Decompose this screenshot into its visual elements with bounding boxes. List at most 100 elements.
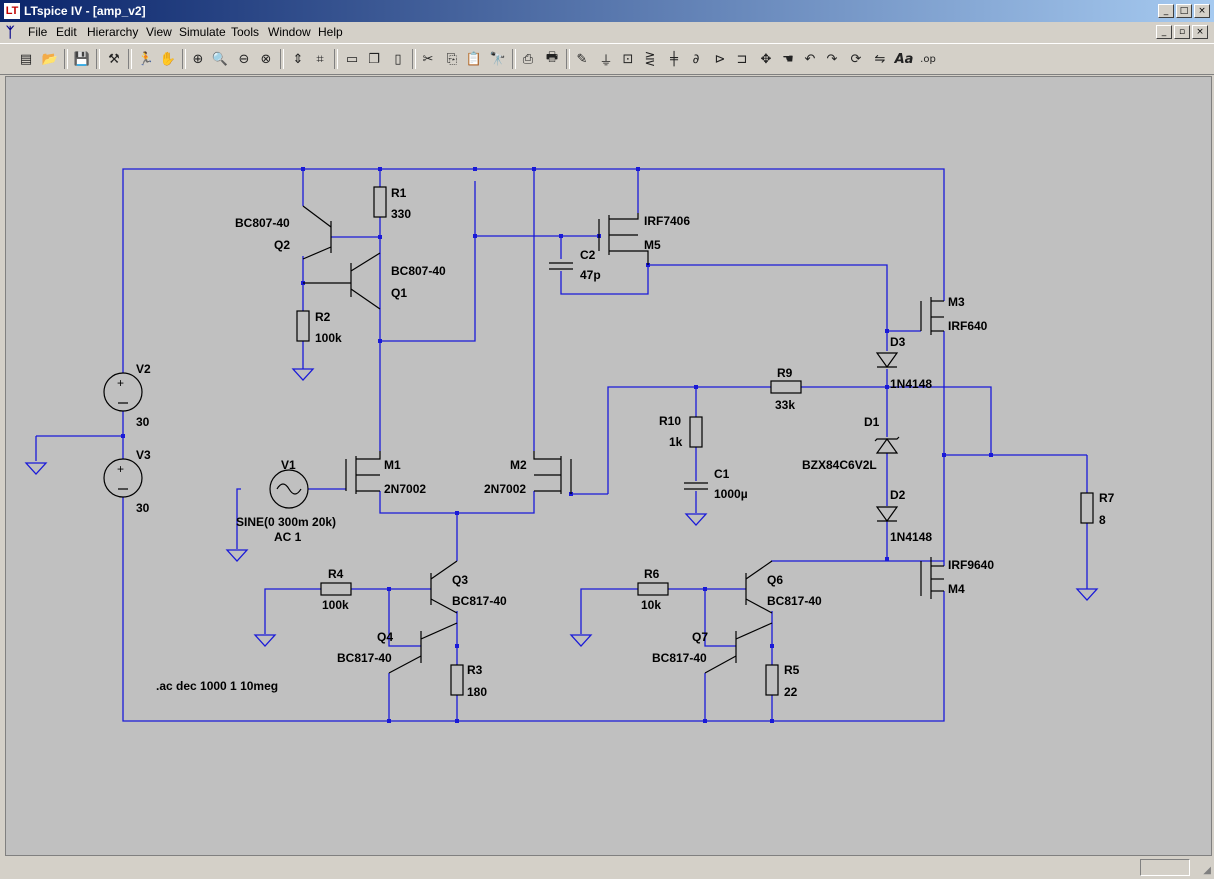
q1-name: Q1: [391, 286, 407, 300]
find-icon[interactable]: 🔭: [489, 51, 507, 67]
label-icon[interactable]: ⊡: [622, 51, 634, 67]
maximize-button[interactable]: □: [1176, 4, 1192, 18]
spice-directive: .ac dec 1000 1 10meg: [156, 679, 278, 693]
zoom-in-icon[interactable]: ⊕: [192, 51, 204, 67]
v2-name: V2: [136, 362, 151, 376]
r2-symbol: [296, 310, 310, 342]
svg-text:+: +: [117, 376, 124, 390]
menu-file[interactable]: File: [28, 25, 48, 39]
r7-value: 8: [1099, 513, 1106, 527]
r10-value: 1k: [669, 435, 683, 449]
c1-value: 1000µ: [714, 487, 748, 501]
v2-value: 30: [136, 415, 150, 429]
component-icon[interactable]: ⊐: [736, 51, 748, 67]
toolbar: ▤ 📂 💾 ⚒ 🏃 ✋ ⊕ 🔍 ⊖ ⊗ ⇕ ⌗ ▭ ❐ ▯ ✂ ⎘ 📋 🔭 ⎙ …: [0, 43, 1214, 75]
undo-icon[interactable]: ↶: [804, 51, 816, 67]
open-icon[interactable]: 📂: [41, 51, 59, 67]
v3-value: 30: [136, 501, 150, 515]
r1-symbol: [373, 186, 387, 218]
q6-name: Q6: [767, 573, 783, 587]
resistor-icon[interactable]: ⋛: [644, 51, 656, 67]
d1-model: BZX84C6V2L: [802, 458, 877, 472]
cut-icon[interactable]: ✂: [422, 51, 434, 67]
tile-vertical-icon[interactable]: ▯: [394, 51, 402, 67]
menu-window[interactable]: Window: [268, 25, 311, 39]
autorange-icon[interactable]: ⇕: [292, 51, 304, 67]
mdi-restore-button[interactable]: ▫: [1174, 25, 1190, 39]
tile-horizontal-icon[interactable]: ▭: [345, 51, 359, 67]
menu-bar: ᛉ File Edit Hierarchy View Simulate Tool…: [0, 22, 1214, 42]
capacitor-icon[interactable]: ╪: [670, 51, 678, 67]
save-icon[interactable]: 💾: [73, 51, 91, 67]
close-button[interactable]: ×: [1194, 4, 1210, 18]
q7-model: BC817-40: [652, 651, 707, 665]
zoom-out-icon[interactable]: ⊖: [238, 51, 250, 67]
ltspice-logo-icon: LT: [4, 3, 20, 19]
c2-name: C2: [580, 248, 596, 262]
move-icon[interactable]: ✥: [760, 51, 772, 67]
menu-edit[interactable]: Edit: [56, 25, 77, 39]
run-icon[interactable]: 🏃: [137, 51, 155, 67]
schematic-canvas[interactable]: + + BC807-40 Q2 R1 330: [5, 76, 1212, 856]
menu-tools[interactable]: Tools: [231, 25, 260, 39]
r1-value: 330: [391, 207, 411, 221]
halt-icon[interactable]: ✋: [159, 51, 177, 67]
inductor-icon[interactable]: ∂: [692, 51, 700, 67]
d3-model: 1N4148: [890, 377, 932, 391]
m5-model: IRF7406: [644, 214, 690, 228]
q6-model: BC817-40: [767, 594, 822, 608]
wires: [35, 168, 1088, 722]
r6-value: 10k: [641, 598, 661, 612]
menu-hierarchy[interactable]: Hierarchy: [87, 25, 139, 39]
zoom-cancel-icon[interactable]: ⊗: [260, 51, 272, 67]
r3-value: 180: [467, 685, 487, 699]
d3-name: D3: [890, 335, 906, 349]
r5-value: 22: [784, 685, 798, 699]
menu-help[interactable]: Help: [318, 25, 343, 39]
zoom-area-icon[interactable]: 🔍: [211, 51, 229, 67]
plot-settings-icon[interactable]: ⌗: [316, 51, 324, 67]
mdi-close-button[interactable]: ×: [1192, 25, 1208, 39]
r9-symbol: [770, 380, 802, 394]
r10-name: R10: [659, 414, 681, 428]
redo-icon[interactable]: ↷: [826, 51, 838, 67]
spice-directive-icon[interactable]: .op: [920, 53, 936, 65]
m5-name: M5: [644, 238, 661, 252]
menu-simulate[interactable]: Simulate: [179, 25, 226, 39]
drag-icon[interactable]: ☚: [782, 51, 794, 67]
r3-name: R3: [467, 663, 483, 677]
status-panel: [1140, 859, 1190, 876]
ground-icon[interactable]: ⏚: [599, 53, 613, 69]
minimize-button[interactable]: _: [1158, 4, 1174, 18]
mdi-minimize-button[interactable]: _: [1156, 25, 1172, 39]
m3-name: M3: [948, 295, 965, 309]
schematic: + + BC807-40 Q2 R1 330: [24, 167, 1115, 723]
q2-name: Q2: [274, 238, 290, 252]
m1-name: M1: [384, 458, 401, 472]
component-labels: BC807-40 Q2 R1 330 BC807-40 Q1 R2 100k I…: [136, 186, 1115, 699]
r7-name: R7: [1099, 491, 1115, 505]
print-icon[interactable]: 🖶: [545, 50, 559, 65]
menu-view[interactable]: View: [146, 25, 172, 39]
r3-symbol: [450, 664, 464, 696]
m3-model: IRF640: [948, 319, 988, 333]
resize-grip-icon[interactable]: ◢: [1203, 865, 1211, 876]
diode-icon[interactable]: ⊳: [714, 51, 726, 67]
new-schematic-icon[interactable]: ▤: [19, 51, 33, 67]
mirror-icon[interactable]: ⇋: [874, 51, 886, 67]
title-bar: LT LTspice IV - [amp_v2] _ □ ×: [0, 0, 1214, 22]
r2-name: R2: [315, 310, 331, 324]
paste-icon[interactable]: 📋: [465, 51, 483, 67]
r2-value: 100k: [315, 331, 342, 345]
cascade-icon[interactable]: ❐: [368, 51, 380, 67]
document-icon[interactable]: ᛉ: [6, 24, 15, 40]
rotate-icon[interactable]: ⟳: [850, 51, 862, 67]
q2-model: BC807-40: [235, 216, 290, 230]
wire-icon[interactable]: ✎: [576, 51, 588, 67]
copy-icon[interactable]: ⎘: [446, 51, 458, 67]
capacitors: [549, 262, 708, 490]
control-panel-icon[interactable]: ⚒: [108, 51, 120, 67]
bjts: [302, 205, 773, 674]
text-icon[interactable]: Aa: [894, 51, 914, 67]
print-setup-icon[interactable]: ⎙: [522, 51, 534, 67]
